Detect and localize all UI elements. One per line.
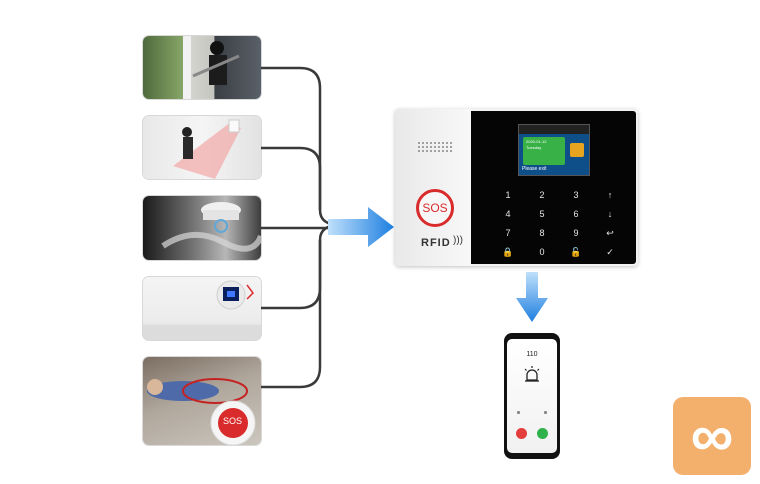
infinity-icon: ∞ (690, 402, 734, 469)
caller-number: 110 (526, 351, 538, 358)
pir-motion-image (143, 116, 261, 179)
arrow-to-phone (516, 272, 548, 322)
lock-icon (570, 143, 584, 157)
panel-keypad-face: 2020-01-12 Tuesday Please exit 1 2 3 ↑ 4… (471, 111, 636, 264)
key-2[interactable]: 2 (539, 190, 545, 200)
smoke-detector-image (143, 196, 261, 260)
key-9[interactable]: 9 (573, 228, 579, 238)
smartphone: 110 (504, 333, 560, 459)
panic-button-image: SOS (143, 357, 261, 445)
key-disarm[interactable]: 🔓 (570, 247, 582, 257)
key-arm[interactable]: 🔒 (502, 247, 514, 257)
key-5[interactable]: 5 (539, 209, 545, 219)
brand-logo: ∞ (673, 397, 751, 475)
accept-call-button[interactable] (537, 428, 548, 439)
key-4[interactable]: 4 (505, 209, 511, 219)
key-down[interactable]: ↓ (607, 209, 613, 219)
key-back[interactable]: ↩ (606, 228, 614, 238)
call-options-row (517, 411, 547, 415)
lcd-day: Tuesday (526, 145, 542, 150)
key-confirm[interactable]: ✓ (606, 247, 614, 257)
lcd-date-tile (523, 137, 565, 165)
speaker-grille (417, 141, 453, 153)
lcd-date: 2020-01-12 (526, 139, 547, 144)
door-intrusion-image (143, 36, 261, 99)
key-3[interactable]: 3 (573, 190, 579, 200)
keypad: 1 2 3 ↑ 4 5 6 ↓ 7 8 9 ↩ 🔒 0 🔓 ✓ (491, 188, 626, 259)
lcd-screen: 2020-01-12 Tuesday Please exit (518, 124, 590, 176)
alarm-siren-icon (524, 366, 540, 382)
key-0[interactable]: 0 (539, 247, 545, 257)
key-up[interactable]: ↑ (607, 190, 613, 200)
key-6[interactable]: 6 (573, 209, 579, 219)
key-7[interactable]: 7 (505, 228, 511, 238)
phone-screen: 110 (507, 339, 557, 453)
key-8[interactable]: 8 (539, 228, 545, 238)
arrow-to-panel (328, 207, 394, 247)
key-1[interactable]: 1 (505, 190, 511, 200)
rfid-label: RFID (421, 237, 451, 249)
gas-detector-image (143, 277, 261, 340)
decline-call-button[interactable] (516, 428, 527, 439)
alarm-control-panel: SOS RFID ))) 2020-01-12 Tuesday Please e… (395, 109, 638, 266)
lcd-status-bar (519, 125, 589, 134)
panic-button-label: SOS (223, 416, 243, 426)
lcd-status-text: Please exit (522, 166, 547, 172)
rfid-wave-icon: ))) (453, 235, 463, 246)
sos-button[interactable]: SOS (416, 189, 454, 227)
panel-left-face: SOS RFID ))) (395, 109, 471, 266)
sos-label: SOS (422, 201, 448, 215)
